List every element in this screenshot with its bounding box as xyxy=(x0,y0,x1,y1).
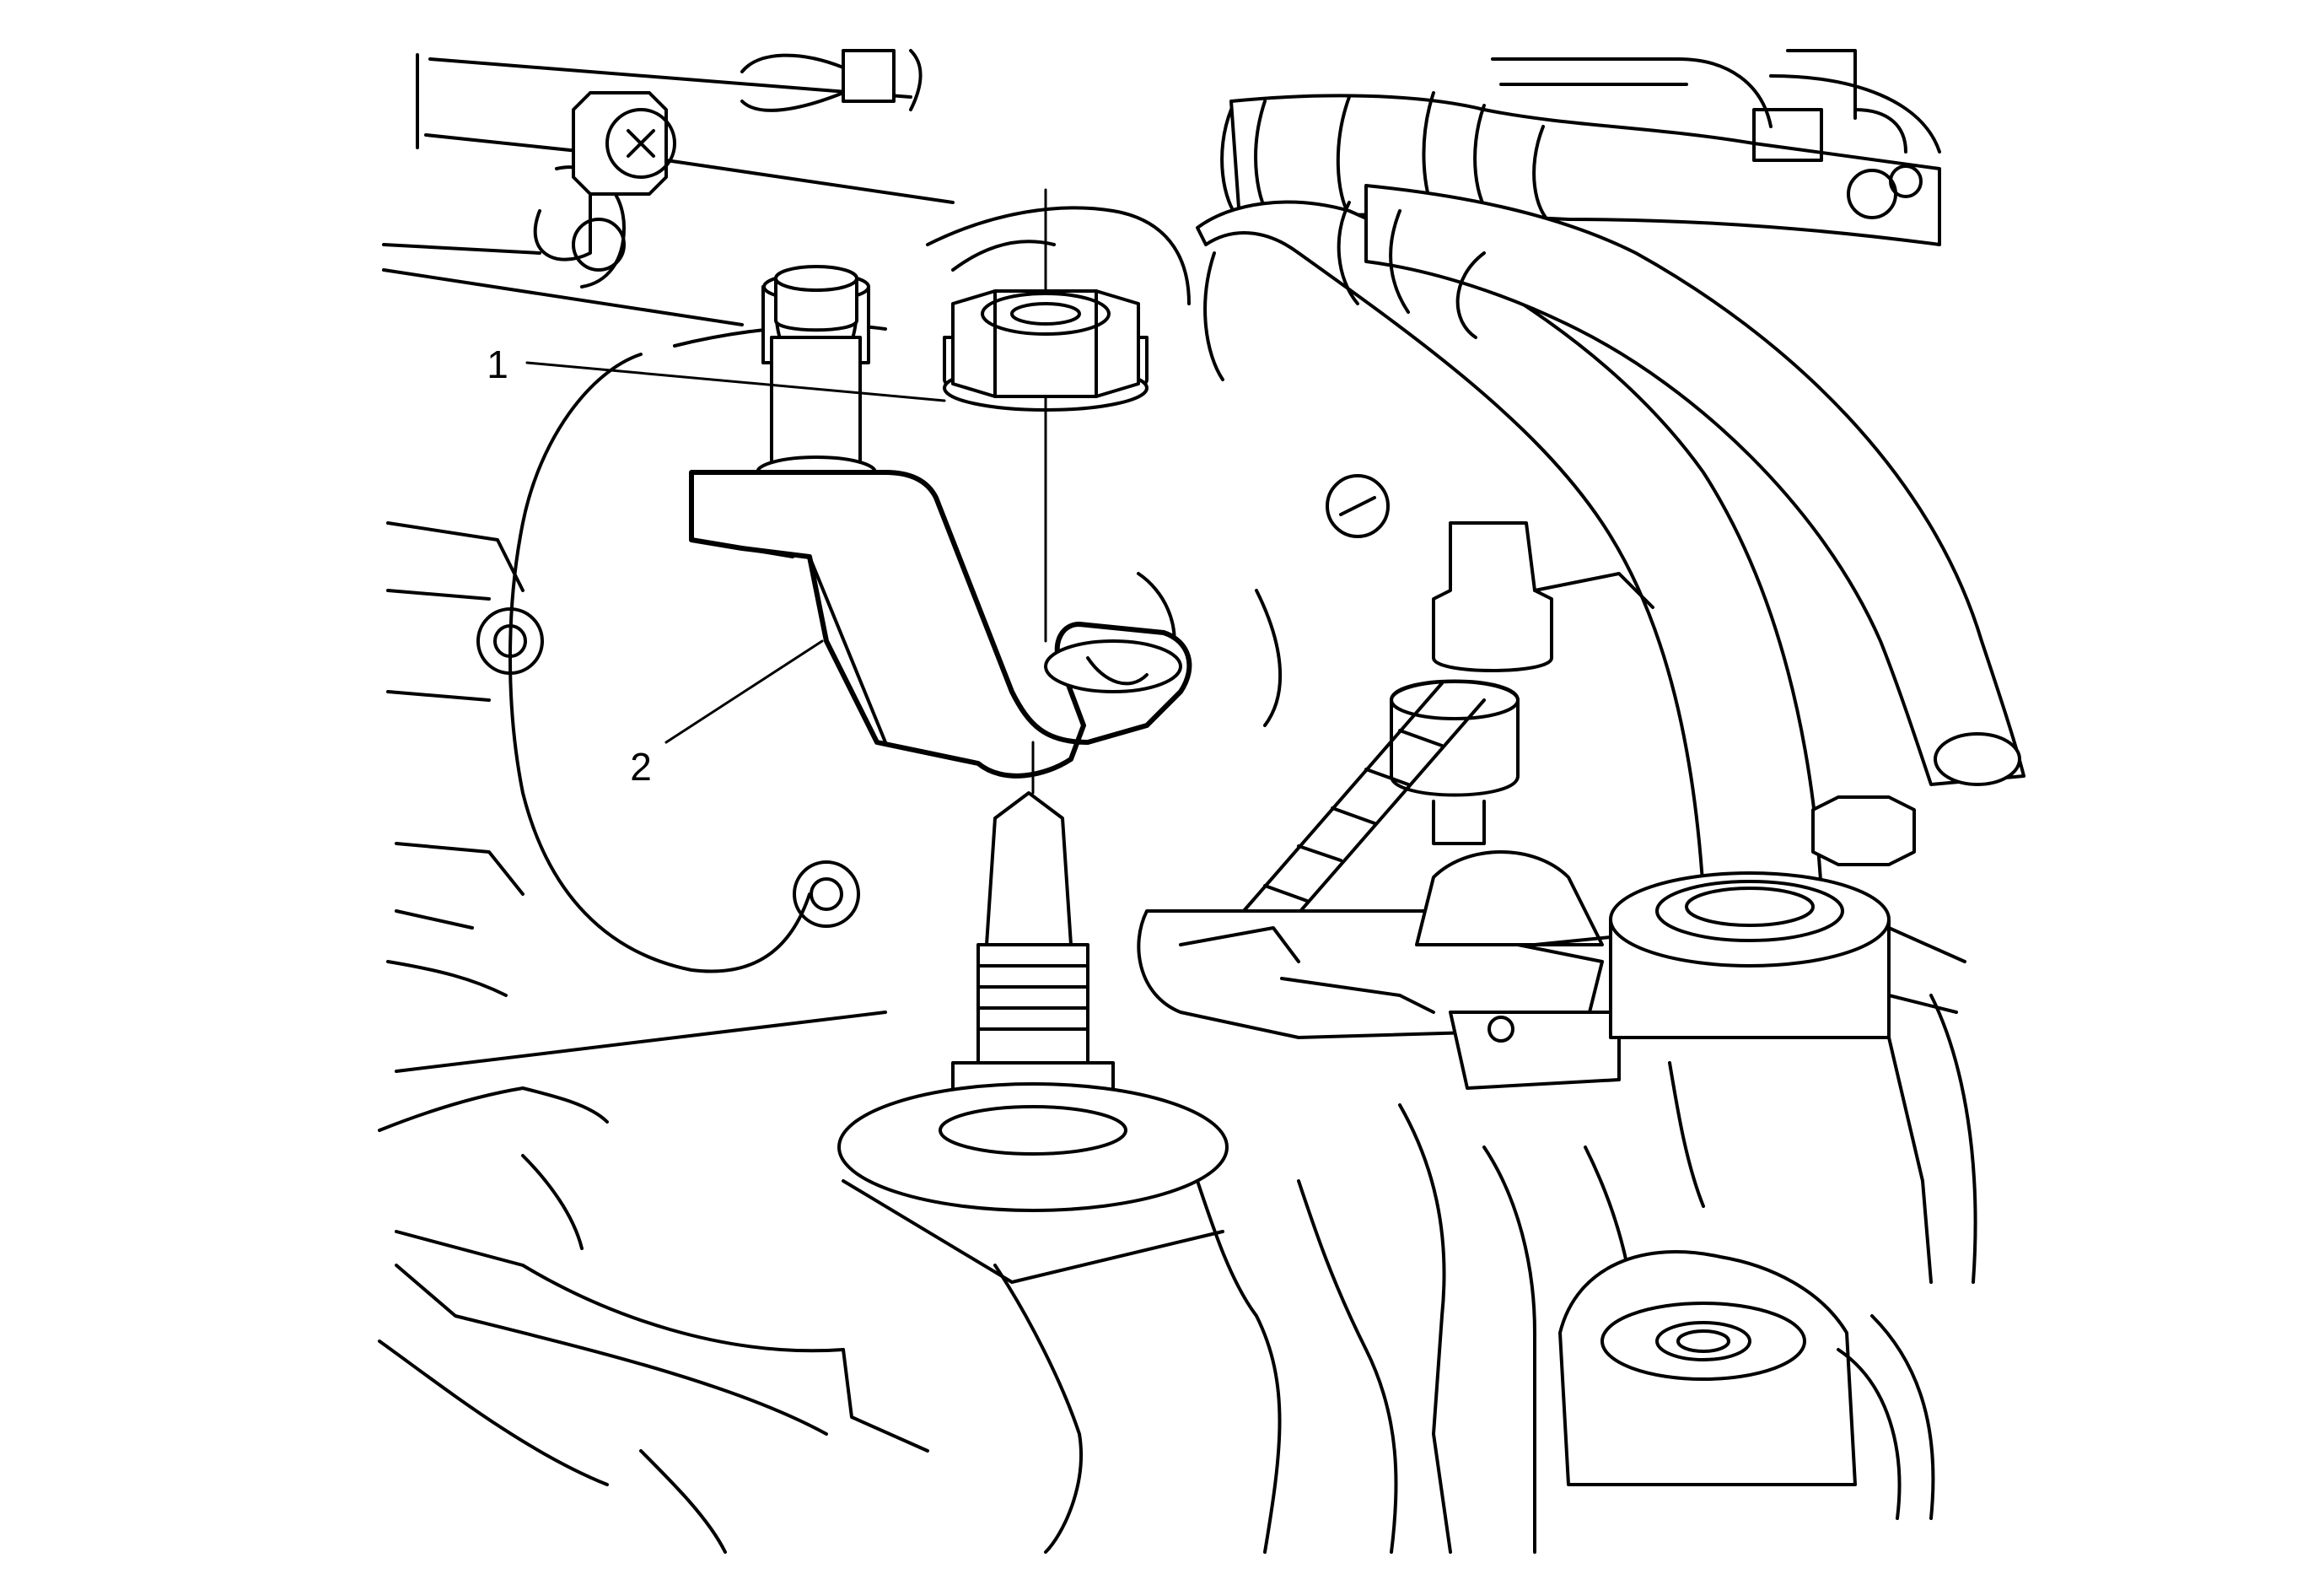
lower-cover-structure xyxy=(378,994,1977,1554)
callout-2-label: 2 xyxy=(630,745,652,789)
callout-1: 1 xyxy=(487,342,946,402)
callout-1-label: 1 xyxy=(487,342,508,386)
mounting-stud xyxy=(837,791,1229,1212)
curved-coolant-hoses xyxy=(1196,184,2025,896)
upper-hex-bolt xyxy=(572,91,676,196)
hex-nut xyxy=(943,289,1149,412)
callout-2: 2 xyxy=(630,639,824,789)
right-hose-mount xyxy=(1609,795,1966,1039)
sensor-connector xyxy=(1390,521,1654,845)
assembly-alignment-lines xyxy=(1031,188,1047,795)
harness-ladder-frame xyxy=(1137,682,1638,1090)
upper-engine-structure xyxy=(382,49,955,326)
mounting-bracket xyxy=(689,470,1192,779)
